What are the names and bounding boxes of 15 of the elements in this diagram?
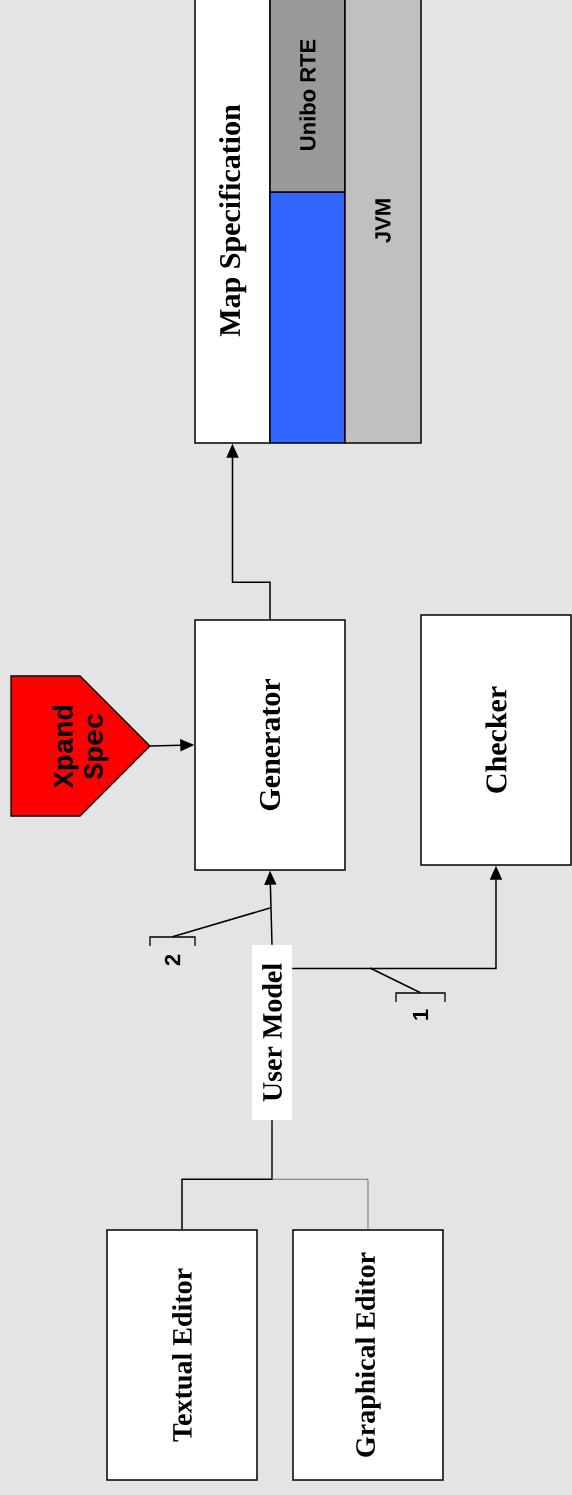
- editor-box: Textual Editor: [106, 1229, 258, 1481]
- leader-line: [171, 907, 271, 938]
- process-box: Generator: [194, 619, 346, 871]
- layer-block: [269, 191, 346, 444]
- layer-block: Unibo RTE: [269, 0, 346, 193]
- model-label: User Model: [252, 945, 292, 1120]
- leader-line: [369, 967, 422, 994]
- layer-block: JVM: [344, 0, 422, 444]
- layer-band: Map Specification: [194, 0, 271, 444]
- connector-line: [271, 1119, 369, 1230]
- callout-number: 2: [149, 936, 196, 966]
- spec-pentagon: Xpand Spec: [10, 675, 151, 817]
- editor-box: Graphical Editor: [292, 1229, 444, 1481]
- callout-number: 1: [395, 992, 446, 1020]
- process-box: Checker: [420, 614, 572, 866]
